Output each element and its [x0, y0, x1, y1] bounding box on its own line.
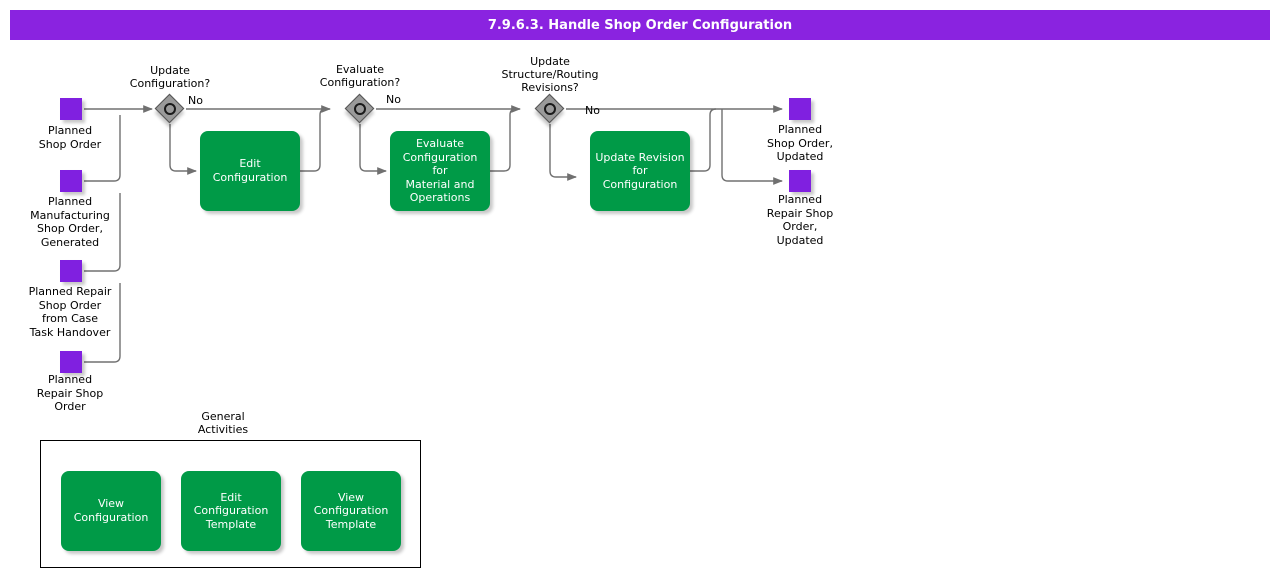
data-object-planned-repair-shop-order-updated[interactable]	[789, 170, 811, 192]
task-edit-configuration-template[interactable]: Edit Configuration Template	[181, 471, 281, 551]
page-title-bar: 7.9.6.3. Handle Shop Order Configuration	[10, 10, 1270, 40]
data-object-label-planned-repair-shop-order: Planned Repair Shop Order	[36, 373, 104, 414]
task-label-update-revision-for-configuration: Update Revision for Configuration	[595, 150, 685, 191]
task-update-revision-for-configuration[interactable]: Update Revision for Configuration	[590, 131, 690, 211]
data-object-planned-shop-order-updated[interactable]	[789, 98, 811, 120]
gateway-event-circle-icon	[164, 103, 176, 115]
general-activities-title: General Activities	[197, 410, 249, 436]
flow-label-update-configuration-no: No	[188, 94, 203, 107]
data-object-label-planned-manufacturing-shop-order-generated: Planned Manufacturing Shop Order, Genera…	[30, 195, 110, 249]
task-label-edit-configuration: Edit Configuration	[212, 157, 288, 184]
data-object-planned-manufacturing-shop-order-generated[interactable]	[60, 170, 82, 192]
data-object-label-planned-repair-shop-order-from-case-task-handover: Planned Repair Shop Order from Case Task…	[28, 285, 112, 339]
gateway-event-circle-icon	[544, 103, 556, 115]
gateway-label-update-structure-routing-revisions: Update Structure/Routing Revisions?	[501, 55, 599, 94]
task-label-evaluate-configuration-for-material-and-operations: Evaluate Configuration for Material and …	[402, 137, 478, 205]
gateway-update-structure-routing-revisions[interactable]	[534, 93, 565, 124]
page-title: 7.9.6.3. Handle Shop Order Configuration	[487, 17, 793, 33]
task-edit-configuration[interactable]: Edit Configuration	[200, 131, 300, 211]
task-view-configuration[interactable]: View Configuration	[61, 471, 161, 551]
task-label-edit-configuration-template: Edit Configuration Template	[193, 490, 269, 531]
data-object-label-planned-shop-order-updated: Planned Shop Order, Updated	[767, 123, 833, 164]
gateway-label-evaluate-configuration: Evaluate Configuration?	[319, 63, 401, 89]
task-label-view-configuration: View Configuration	[73, 497, 149, 524]
flow-label-update-structure-routing-revisions-no: No	[585, 104, 600, 117]
flow-label-evaluate-configuration-no: No	[386, 93, 401, 106]
data-object-label-planned-repair-shop-order-updated: Planned Repair Shop Order, Updated	[766, 193, 834, 247]
data-object-planned-shop-order[interactable]	[60, 98, 82, 120]
task-view-configuration-template[interactable]: View Configuration Template	[301, 471, 401, 551]
gateway-evaluate-configuration[interactable]	[344, 93, 375, 124]
task-evaluate-configuration-for-material-and-operations[interactable]: Evaluate Configuration for Material and …	[390, 131, 490, 211]
gateway-event-circle-icon	[354, 103, 366, 115]
gateway-update-configuration[interactable]	[154, 93, 185, 124]
data-object-planned-repair-shop-order-from-case-task-handover[interactable]	[60, 260, 82, 282]
data-object-planned-repair-shop-order[interactable]	[60, 351, 82, 373]
gateway-label-update-configuration: Update Configuration?	[129, 64, 211, 90]
general-activities-group: View Configuration Edit Configuration Te…	[40, 440, 421, 568]
data-object-label-planned-shop-order: Planned Shop Order	[38, 124, 102, 151]
task-label-view-configuration-template: View Configuration Template	[313, 490, 389, 531]
